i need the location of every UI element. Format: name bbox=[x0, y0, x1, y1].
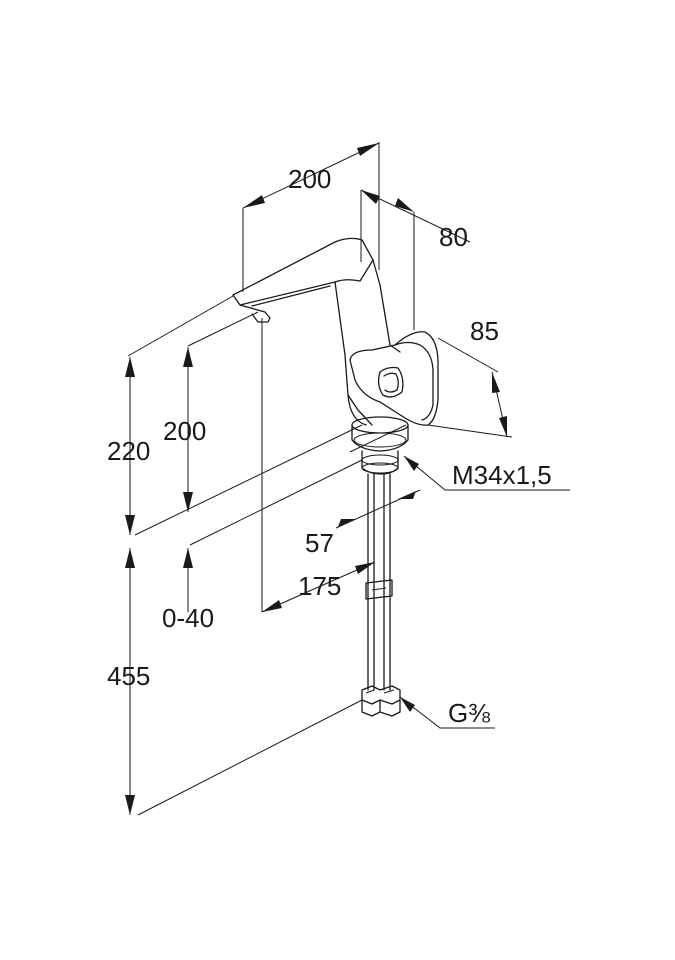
dim-label-spout-height-200: 200 bbox=[163, 416, 206, 446]
dim-label-lever-depth: 80 bbox=[439, 222, 468, 252]
faucet-outline bbox=[232, 237, 439, 717]
dim-label-connection: G⅜ bbox=[448, 698, 490, 728]
dim-label-hole-offset: 57 bbox=[305, 528, 334, 558]
dim-label-deck-thickness: 0-40 bbox=[162, 603, 214, 633]
dim-label-thread: M34x1,5 bbox=[452, 460, 552, 490]
extension-lines bbox=[127, 142, 513, 816]
dim-label-body-reach: 175 bbox=[298, 571, 341, 601]
dim-label-spout-height-220: 220 bbox=[107, 436, 150, 466]
dimension-lines bbox=[125, 142, 570, 815]
dim-label-lever-height: 85 bbox=[470, 316, 499, 346]
dim-label-spout-reach: 200 bbox=[288, 164, 331, 194]
dim-label-hose-length: 455 bbox=[107, 661, 150, 691]
dimension-labels: 200 80 85 M34x1,5 220 200 57 175 0-40 45… bbox=[107, 164, 552, 728]
